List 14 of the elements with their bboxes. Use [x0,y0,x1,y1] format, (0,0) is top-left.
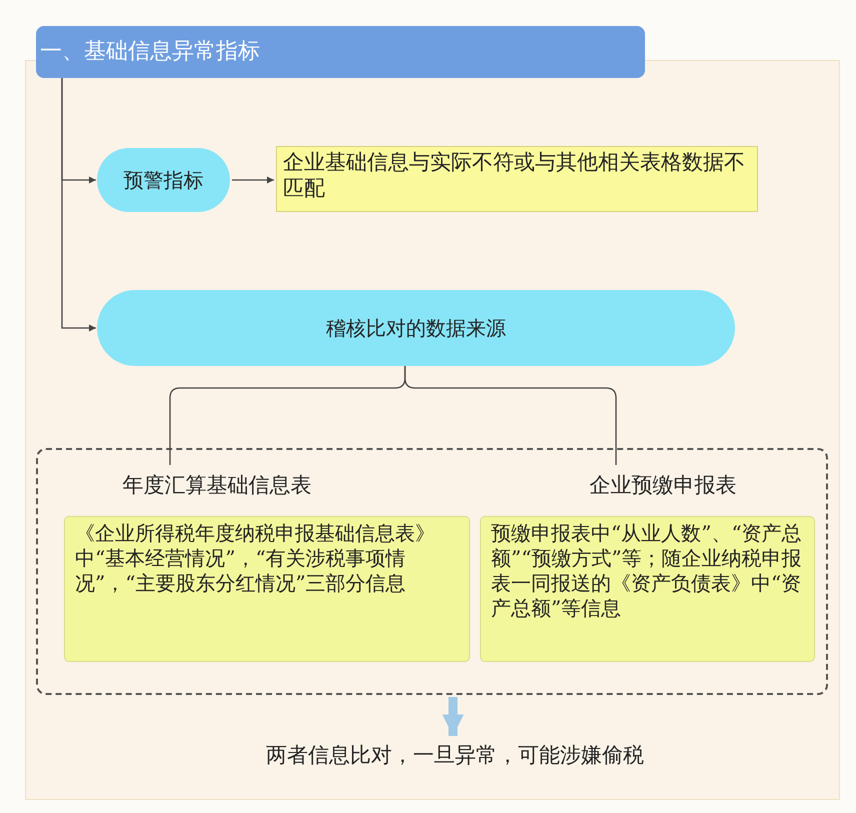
description-box: 预缴申报表中“从业人数”、“资产总额”“预缴方式”等；随企业纳税申报表一同报送的《资产负债表》中“资产总额”等信息 [480,516,815,662]
indicator-pill: 预警指标 [97,148,230,212]
arrow [61,78,96,332]
source-pill: 稽核比对的数据来源 [97,290,735,366]
dashed-group-box [36,448,828,695]
section-heading: 企业预缴申报表 [590,472,736,498]
description-box: 《企业所得税年度纳税申报基础信息表》中“基本经营情况”，“有关涉税事项情况”，“主要股东分红情况”三部分信息 [64,516,470,662]
down-arrow [442,697,464,736]
bracket-line [404,366,617,465]
conclusion-text: 两者信息比对，一旦异常，可能涉嫌偷税 [266,742,644,768]
description-box: 企业基础信息与实际不符或与其他相关表格数据不匹配 [276,146,758,212]
arrow [232,176,274,184]
section-heading: 年度汇算基础信息表 [122,472,312,498]
title-bar: 一、基础信息异常指标 [36,26,645,78]
